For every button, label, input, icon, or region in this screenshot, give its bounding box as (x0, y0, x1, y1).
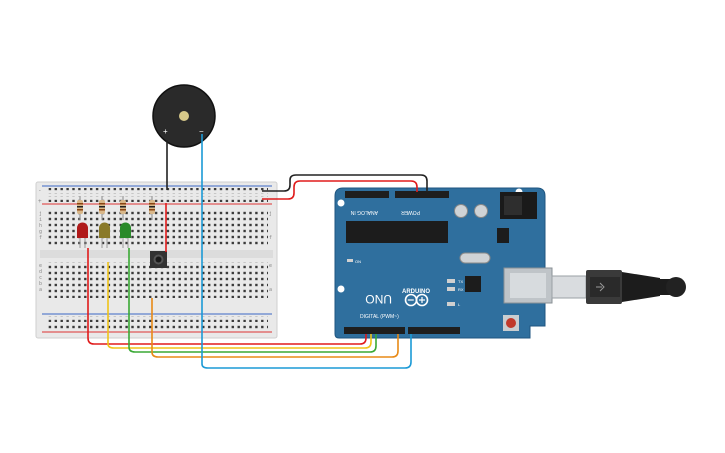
piezo-buzzer[interactable]: + − (152, 84, 216, 190)
usb-cable[interactable] (551, 270, 686, 304)
power-header[interactable] (395, 191, 449, 198)
usb-icon (596, 282, 605, 292)
crystal (459, 252, 491, 264)
buzzer-plus-label: + (163, 127, 168, 136)
svg-text:f: f (269, 235, 272, 241)
svg-text:e: e (269, 263, 272, 269)
rail-plus-label: + (38, 198, 42, 205)
rail-minus-label: - (38, 187, 42, 194)
resistor[interactable] (99, 196, 105, 220)
svg-text:e: e (39, 263, 42, 269)
digital-header-label: DIGITAL (PWM~) (360, 314, 399, 320)
rx-label: RX (458, 287, 464, 292)
digital-header-left[interactable] (344, 327, 405, 334)
resistor[interactable] (149, 196, 155, 220)
svg-text:i: i (39, 217, 42, 223)
on-label: ON (355, 259, 361, 264)
buzzer-minus-label: − (199, 127, 204, 136)
wire-red-led[interactable] (87, 248, 367, 345)
wire-orange-button[interactable] (151, 298, 399, 358)
svg-text:a: a (39, 287, 42, 293)
brand-label: ARDUINO (402, 289, 430, 295)
power-label: POWER (401, 209, 420, 215)
breadboard-row-labels: j i h g f e d c b a j f e a (39, 211, 272, 293)
resistor[interactable] (120, 196, 126, 220)
analog-header[interactable] (345, 191, 389, 198)
model-label: UNO (365, 292, 392, 306)
svg-text:b: b (39, 281, 42, 287)
atmega-chip (346, 221, 448, 243)
l-label: L (458, 302, 461, 307)
digital-header-right[interactable] (408, 327, 460, 334)
svg-text:d: d (39, 269, 42, 275)
led-yellow[interactable] (99, 222, 110, 248)
analog-in-label: ANALOG IN (350, 209, 378, 215)
pushbutton[interactable] (150, 251, 167, 268)
wire-black-gnd[interactable] (262, 174, 428, 192)
svg-text:g: g (39, 229, 42, 235)
wire-green-led[interactable] (128, 248, 377, 353)
tx-label: TX (458, 279, 463, 284)
led-green[interactable] (120, 222, 131, 248)
led-red[interactable] (77, 222, 88, 248)
svg-text:a: a (269, 287, 272, 293)
resistor[interactable] (77, 196, 83, 220)
svg-text:h: h (39, 223, 42, 229)
wire-yellow-led[interactable] (107, 262, 372, 349)
arduino-logo-icon (404, 293, 429, 307)
svg-text:j: j (269, 211, 272, 217)
wire-red-5v[interactable] (262, 180, 418, 200)
svg-text:f: f (39, 235, 42, 241)
wire-blue-buzzer[interactable] (201, 134, 412, 369)
arduino-uno-board[interactable]: ANALOG IN POWER TX RX L ON (334, 187, 553, 339)
svg-text:c: c (39, 275, 42, 281)
svg-text:j: j (39, 211, 42, 217)
